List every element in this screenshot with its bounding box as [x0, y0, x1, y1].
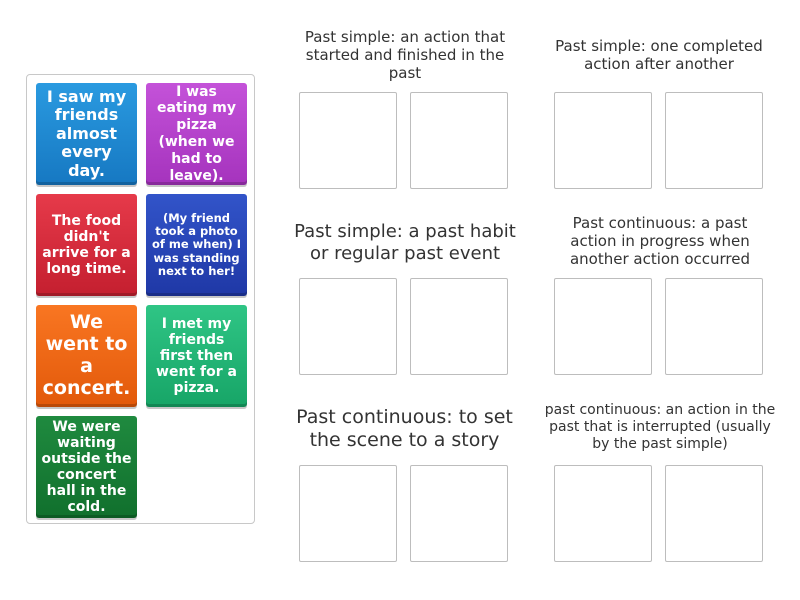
group-4-slot-2[interactable] — [665, 278, 763, 375]
card-1-text: I saw my friends almost every day. — [46, 87, 127, 180]
card-6-text: I met my friends first then went for a p… — [156, 315, 237, 397]
answer-card-4[interactable]: (My friend took a photo of me when) I wa… — [146, 194, 247, 296]
card-5-text: We went to a concert. — [42, 311, 131, 399]
group-4-title: Past continuous: a past action in progre… — [569, 214, 751, 268]
group-1-title: Past simple: an action that started and … — [304, 28, 506, 82]
group-5-slot-1[interactable] — [299, 465, 397, 562]
group-3-title: Past simple: a past habit or regular pas… — [294, 221, 516, 264]
group-6-slot-2[interactable] — [665, 465, 763, 562]
group-6-slot-1[interactable] — [554, 465, 652, 562]
group-1-slot-2[interactable] — [410, 92, 508, 189]
answer-card-3[interactable]: The food didn't arrive for a long time. — [36, 194, 137, 296]
answer-card-6[interactable]: I met my friends first then went for a p… — [146, 305, 247, 407]
card-7-text: We were waiting outside the concert hall… — [41, 418, 132, 516]
card-4-text: (My friend took a photo of me when) I wa… — [151, 210, 242, 278]
group-2-slot-1[interactable] — [554, 92, 652, 189]
group-2-slot-2[interactable] — [665, 92, 763, 189]
card-2-text: I was eating my pizza (when we had to le… — [156, 83, 236, 184]
answer-card-7[interactable]: We were waiting outside the concert hall… — [36, 416, 137, 518]
group-4-slot-1[interactable] — [554, 278, 652, 375]
answer-card-2[interactable]: I was eating my pizza (when we had to le… — [146, 83, 247, 185]
answer-card-1[interactable]: I saw my friends almost every day. — [36, 83, 137, 185]
group-5-slot-2[interactable] — [410, 465, 508, 562]
group-2-title: Past simple: one completed action after … — [555, 37, 763, 73]
group-3-slot-1[interactable] — [299, 278, 397, 375]
group-3-slot-2[interactable] — [410, 278, 508, 375]
group-1-slot-1[interactable] — [299, 92, 397, 189]
group-5-title: Past continuous: to set the scene to a s… — [296, 406, 513, 451]
card-3-text: The food didn't arrive for a long time. — [42, 212, 131, 278]
answer-card-5[interactable]: We went to a concert. — [36, 305, 137, 407]
group-6-title: past continuous: an action in the past t… — [544, 402, 776, 452]
